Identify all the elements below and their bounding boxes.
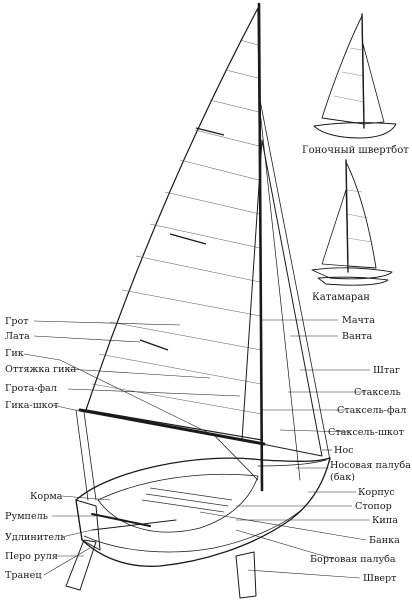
label-bow: Нос [334,445,354,456]
label-boom-vang: Оттяжка гика [5,364,77,375]
transom [75,499,101,551]
inset-racing-dinghy: Гоночный швертбот [302,13,409,156]
label-mast: Мачта [342,315,375,326]
label-tiller-extension: Удлинитель [5,532,65,543]
mainsheet-line [83,411,97,501]
battens [139,127,225,351]
label-mainsail: Грот [5,316,29,327]
label-jib: Стаксель [354,387,401,398]
label-side-deck: Бортовая палуба [310,554,396,565]
mainsail [85,7,263,441]
mainsail-seams [91,39,263,415]
jib [241,139,323,457]
inset-catamaran: Катамаран [311,159,393,303]
label-main-halyard: Грота-фал [5,383,57,394]
label-tiller: Румпель [5,511,48,522]
labels-left: Грот Лата Гик Оттяжка гика Грота-фал Гик… [5,316,77,581]
caption-catamaran: Катамаран [312,292,370,303]
label-foredeck-note: (бак) [330,472,355,483]
label-centerboard: Шверт [363,573,396,584]
caption-racing-dinghy: Гоночный швертбот [302,145,409,156]
centerboard [235,551,257,599]
label-transom: Транец [5,570,42,581]
label-hull: Корпус [358,487,395,498]
label-cleat: Стопор [355,501,392,512]
hull [75,457,331,567]
label-rudder-blade: Перо руля [5,551,58,562]
label-jib-sheet: Стаксель-шкот [328,427,404,438]
label-boom: Гик [5,348,24,359]
label-mainsheet: Гика-шкот [5,400,59,411]
mast [257,2,264,492]
forestay [259,99,331,461]
thwart-seats [141,487,233,513]
tiller-extension [91,519,177,531]
label-foredeck: Носовая палуба [330,460,411,471]
leader-lines [23,319,370,579]
rudder-blade [65,539,97,591]
label-batten: Лата [5,331,30,342]
label-jib-halyard: Стаксель-фал [337,405,406,416]
label-thwart: Банка [369,535,400,546]
shroud [259,109,301,481]
boom [78,408,266,446]
label-shroud: Ванта [342,331,372,342]
label-forestay: Штаг [373,365,400,376]
cockpit [97,473,259,533]
labels-right: Мачта Ванта Штаг Стаксель Стаксель-фал С… [310,315,411,584]
label-stern: Корма [30,491,63,502]
main-boat [65,2,331,599]
label-fairlead: Кипа [372,515,398,526]
